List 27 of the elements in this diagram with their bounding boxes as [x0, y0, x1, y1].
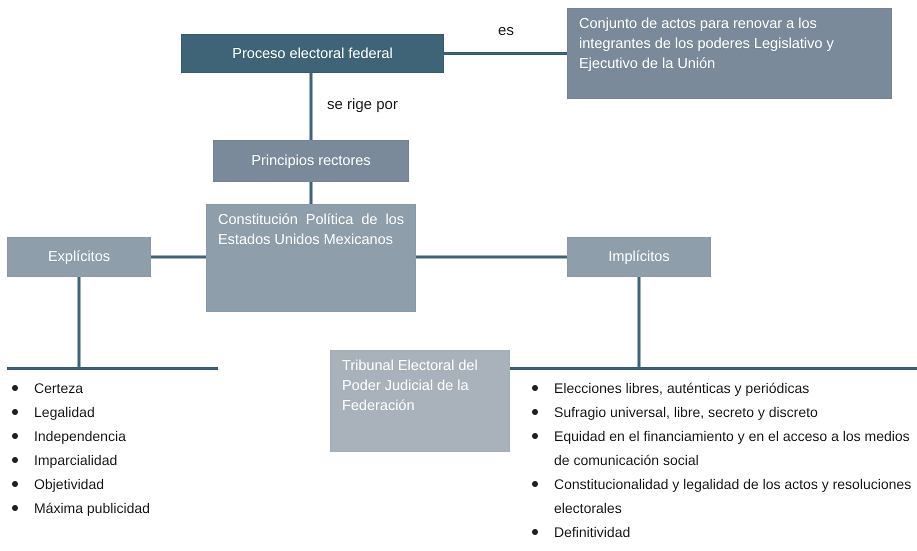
connector-line: [151, 256, 206, 258]
list-item: Máxima publicidad: [10, 496, 218, 520]
concept-box: Constitución Política de los Estados Unidos Mexicanos: [206, 204, 416, 312]
connector-line: [416, 256, 567, 258]
edge-label: se rige por: [327, 96, 398, 113]
definition-box: Conjunto de actos para renovar a los integrantes de los poderes Legislativo y Ejecutivo de la Unión: [567, 8, 892, 99]
concept-box: Tribunal Electoral del Poder Judicial de la Federación: [330, 350, 510, 452]
connector-line: [444, 52, 567, 55]
list-item: Equidad en el financiamiento y en el acceso a los medios de comunicación social: [530, 424, 917, 472]
category-box: Explícitos: [7, 237, 151, 277]
connector-line: [310, 182, 312, 204]
connector-line: [78, 277, 80, 367]
list-item: Definitividad: [530, 520, 917, 544]
process-box: Proceso electoral federal: [181, 34, 444, 73]
category-box: Implícitos: [567, 237, 711, 277]
edge-label: es: [498, 22, 514, 39]
connector-line: [310, 73, 312, 140]
list-item: Objetividad: [10, 472, 218, 496]
concept-box: Principios rectores: [213, 140, 409, 182]
list-item: Constitucionalidad y legalidad de los actos y resoluciones electorales: [530, 472, 917, 520]
connector-line: [638, 277, 640, 367]
list-item: Certeza: [10, 376, 218, 400]
list-item: Independencia: [10, 424, 218, 448]
list-item: Elecciones libres, auténticas y periódicas: [530, 376, 917, 400]
list-item: Sufragio universal, libre, secreto y discreto: [530, 400, 917, 424]
list-item: Imparcialidad: [10, 448, 218, 472]
list-item: Legalidad: [10, 400, 218, 424]
